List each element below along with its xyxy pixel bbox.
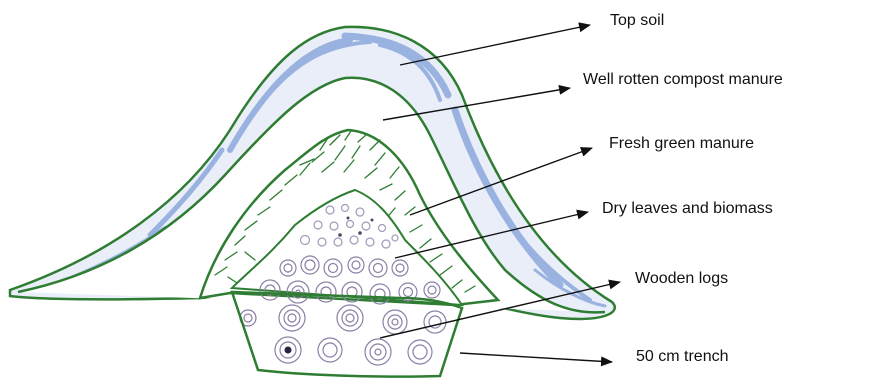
label-wooden-logs: Wooden logs xyxy=(635,270,728,287)
label-trench: 50 cm trench xyxy=(636,348,728,365)
arrow-top-soil xyxy=(400,25,590,65)
label-top-soil: Top soil xyxy=(610,12,664,29)
label-dry-leaves: Dry leaves and biomass xyxy=(602,200,773,217)
log-dark-center xyxy=(285,347,292,354)
label-compost: Well rotten compost manure xyxy=(583,71,783,88)
label-green-manure: Fresh green manure xyxy=(609,135,754,152)
arrow-trench xyxy=(460,353,612,362)
